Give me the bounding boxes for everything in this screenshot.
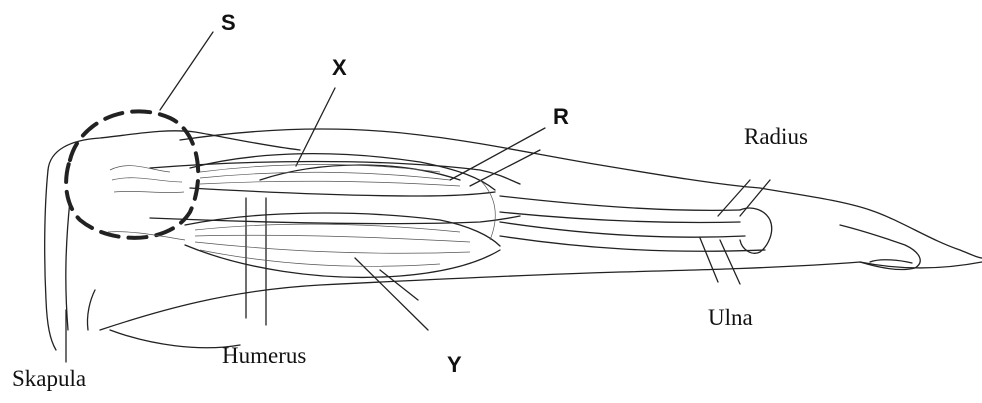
label-ulna: Ulna bbox=[708, 305, 753, 331]
forearm-top-outline bbox=[760, 188, 982, 258]
triceps-bottom bbox=[185, 245, 500, 277]
ulna-bone-bottom bbox=[500, 236, 765, 251]
label-humerus: Humerus bbox=[222, 343, 306, 369]
triceps-fiber-3 bbox=[195, 242, 470, 253]
shoulder-fiber-3 bbox=[114, 191, 184, 192]
shoulder-outline bbox=[48, 131, 300, 170]
leader-ulna-2 bbox=[720, 240, 740, 284]
triceps-fiber-1 bbox=[195, 224, 460, 232]
hand-thumb bbox=[870, 260, 912, 263]
label-y: Y bbox=[447, 352, 462, 378]
ulna-bone-top bbox=[500, 222, 745, 237]
biceps-top bbox=[190, 154, 495, 190]
radius-bone-bottom bbox=[500, 212, 740, 223]
label-radius: Radius bbox=[744, 124, 808, 150]
biceps-bottom bbox=[190, 188, 495, 196]
armpit-outline bbox=[110, 330, 240, 348]
biceps-fiber-3 bbox=[200, 181, 460, 186]
scapula-blade bbox=[87, 290, 95, 330]
upper-arm-top-outline bbox=[180, 129, 760, 188]
label-r: R bbox=[553, 104, 569, 130]
wrist-bones bbox=[740, 208, 772, 253]
leader-y bbox=[355, 258, 428, 330]
scapula-outline bbox=[45, 170, 56, 350]
shoulder-fiber-2 bbox=[112, 178, 182, 182]
biceps-fiber-2 bbox=[200, 172, 450, 180]
leader-ulna-1 bbox=[700, 238, 718, 282]
leader-s bbox=[160, 32, 213, 110]
label-skapula: Skapula bbox=[12, 366, 86, 392]
biceps-fiber-1 bbox=[200, 165, 440, 173]
triceps-fiber-4 bbox=[200, 250, 440, 266]
label-x: X bbox=[332, 55, 347, 81]
triceps-fiber-2 bbox=[195, 235, 470, 242]
label-s: S bbox=[221, 10, 236, 36]
radius-bone-top bbox=[500, 196, 740, 210]
humerus-bone-bottom bbox=[150, 216, 520, 224]
